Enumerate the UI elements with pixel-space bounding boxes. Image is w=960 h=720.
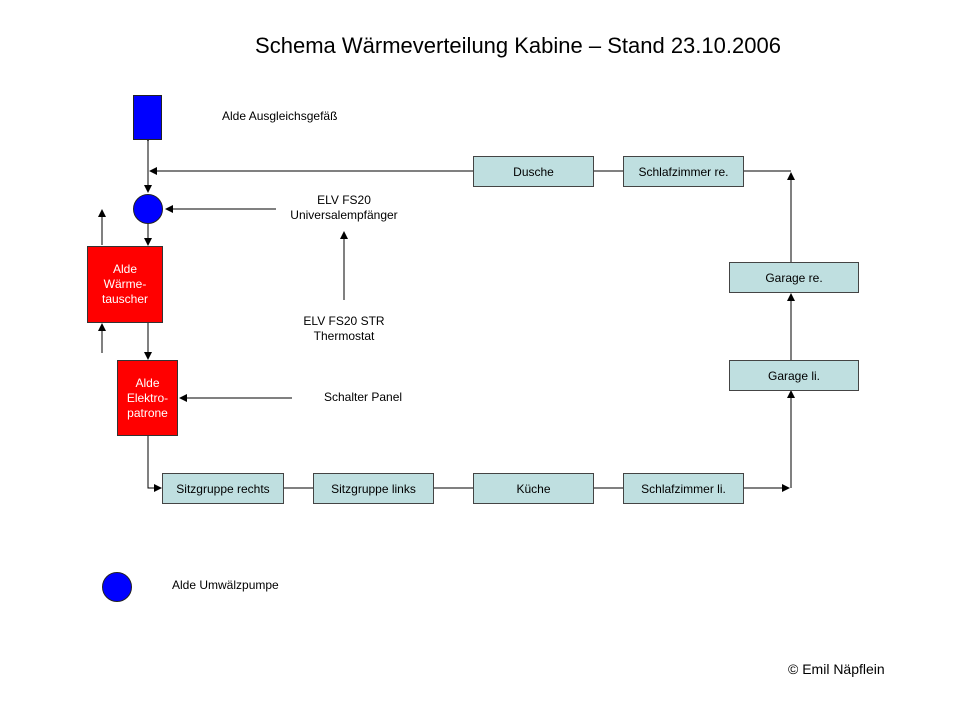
expansion-tank xyxy=(133,95,162,140)
receiver-label-line1: ELV FS20 xyxy=(317,193,371,207)
switch-panel-label: Schalter Panel xyxy=(324,390,403,404)
electric-heater-line1: Alde xyxy=(135,375,160,390)
circulation-pump xyxy=(133,194,163,224)
room-schlafzimmer-re: Schlafzimmer re. xyxy=(623,156,744,187)
legend-pump-icon xyxy=(102,572,132,602)
tank-label: Alde Ausgleichsgefäß xyxy=(222,109,338,123)
legend-pump-label: Alde Umwälzpumpe xyxy=(172,578,279,592)
thermostat-label-line2: Thermostat xyxy=(313,329,375,343)
heat-exchanger-line1: Alde xyxy=(112,262,138,276)
thermostat-label: ELV FS20 STR Thermostat xyxy=(284,314,404,344)
room-garage-re: Garage re. xyxy=(729,262,859,293)
receiver-label-line2: Universalempfänger xyxy=(290,208,398,222)
room-dusche: Dusche xyxy=(473,156,594,187)
electric-heater-line3: patrone xyxy=(127,405,168,420)
electric-heater-line2: Elektro- xyxy=(126,390,169,405)
diagram-title: Schema Wärmeverteilung Kabine – Stand 23… xyxy=(255,33,781,58)
room-garage-li: Garage li. xyxy=(729,360,859,391)
receiver-label: ELV FS20 Universalempfänger xyxy=(274,193,414,223)
electric-heater: Alde Elektro- patrone xyxy=(117,360,178,436)
heat-exchanger-line3: tauscher xyxy=(101,292,149,306)
heater-room-line xyxy=(147,436,162,492)
heat-exchanger: Alde Wärme- tauscher xyxy=(87,246,163,323)
copyright: © Emil Näpflein xyxy=(788,661,885,677)
heat-exchanger-line2: Wärme- xyxy=(103,277,147,291)
room-sitzgruppe-rechts: Sitzgruppe rechts xyxy=(162,473,284,504)
room-schlafzimmer-li: Schlafzimmer li. xyxy=(623,473,744,504)
thermostat-label-line1: ELV FS20 STR xyxy=(303,314,385,328)
room-kueche: Küche xyxy=(473,473,594,504)
room-sitzgruppe-links: Sitzgruppe links xyxy=(313,473,434,504)
